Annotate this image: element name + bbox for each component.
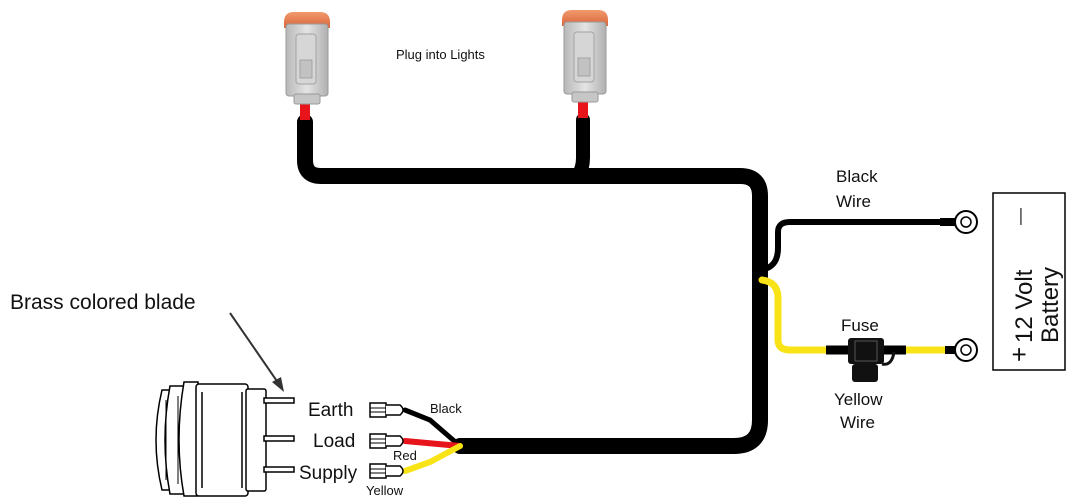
black-wire-label-line2: Wire bbox=[836, 192, 871, 211]
load-label: Load bbox=[313, 431, 355, 452]
brass-blade-arrow bbox=[229, 312, 284, 392]
black-wire-label-line1: Black bbox=[836, 167, 878, 186]
yellow-fuse-wire bbox=[758, 276, 978, 382]
terminal-load bbox=[369, 433, 404, 449]
terminal-supply bbox=[369, 463, 404, 479]
rocker-switch bbox=[155, 381, 267, 497]
wire-black-label: Black bbox=[430, 401, 462, 416]
battery-negative-wire bbox=[757, 210, 978, 273]
battery-voltage-label: 12 Volt bbox=[1011, 269, 1038, 343]
plug-into-lights-label: Plug into Lights bbox=[396, 47, 485, 62]
connector-left bbox=[284, 12, 330, 105]
supply-label: Supply bbox=[299, 463, 358, 484]
switch-pins bbox=[263, 397, 295, 473]
main-harness bbox=[297, 113, 768, 454]
earth-label: Earth bbox=[308, 400, 353, 421]
terminal-earth bbox=[369, 402, 404, 418]
battery-box bbox=[992, 192, 1066, 371]
battery-label: Battery bbox=[1037, 267, 1064, 343]
connector-right-red-wire bbox=[578, 101, 588, 118]
yellow-wire-label-line1: Yellow bbox=[834, 390, 883, 409]
connector-right bbox=[562, 10, 608, 103]
wire-red-label: Red bbox=[393, 448, 417, 463]
battery-plus-sign: + bbox=[1004, 347, 1034, 362]
wire-yellow-label: Yellow bbox=[366, 483, 404, 498]
battery-minus-sign: — bbox=[1010, 208, 1029, 225]
fuse-label: Fuse bbox=[841, 316, 879, 335]
switch-leads bbox=[402, 407, 463, 474]
connector-left-red-wire bbox=[300, 103, 310, 120]
yellow-wire-label-line2: Wire bbox=[840, 413, 875, 432]
brass-blade-label: Brass colored blade bbox=[10, 291, 196, 314]
